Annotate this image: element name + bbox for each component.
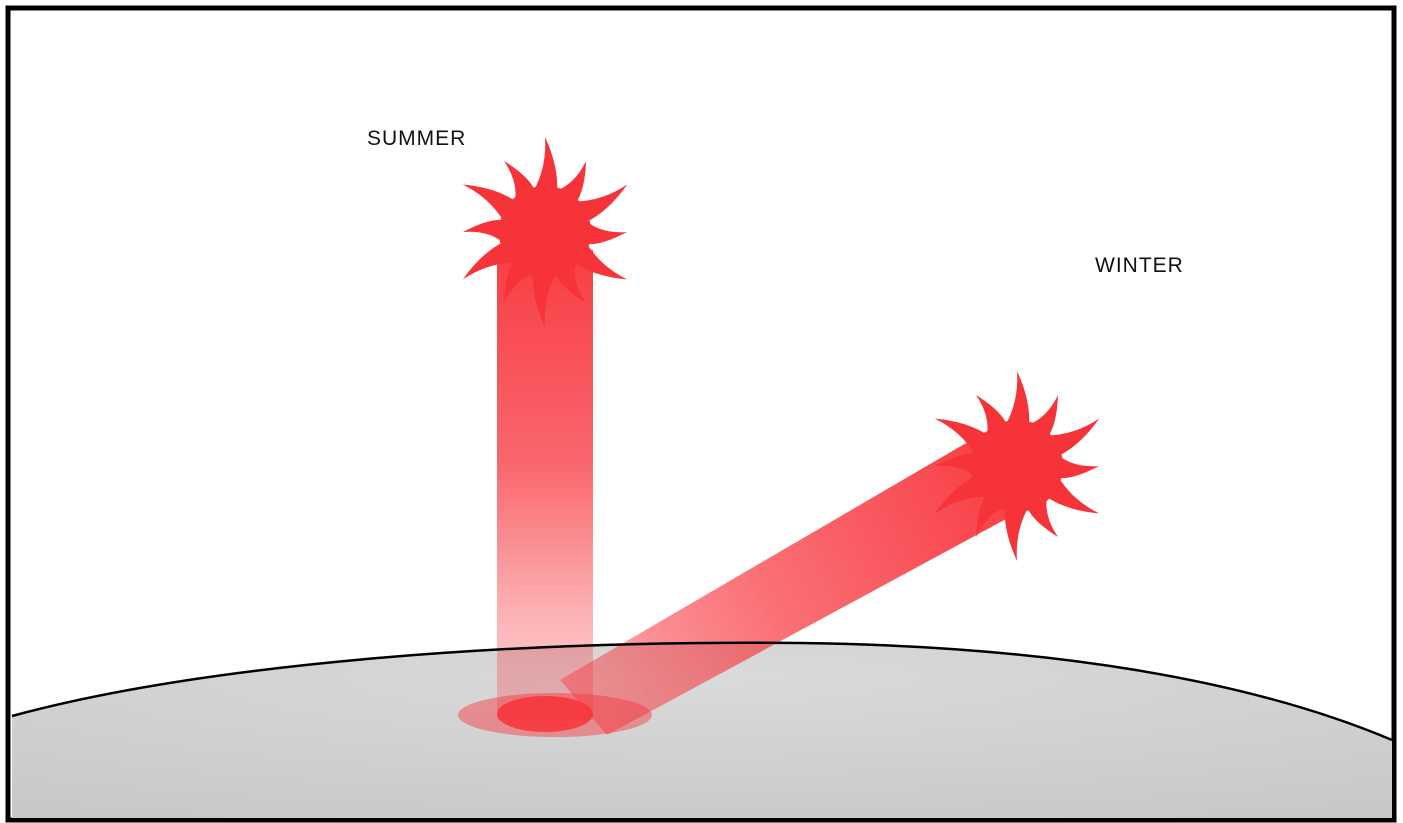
summer-sun-beam <box>497 250 593 720</box>
sun-ray <box>934 418 989 457</box>
sun-ray <box>1045 475 1100 514</box>
sun-ray <box>1057 454 1099 479</box>
summer-ground-spot <box>497 696 593 732</box>
horizon-line <box>11 641 1393 742</box>
sun-ray <box>1026 394 1058 438</box>
sun-ray <box>573 241 628 280</box>
sun-ray <box>463 219 505 244</box>
winter-label: WINTER <box>1095 254 1184 277</box>
sun-core <box>971 420 1063 512</box>
sun-ray <box>1045 418 1100 457</box>
sun-ray <box>462 241 517 280</box>
sun-ray <box>1004 506 1029 561</box>
summer-label: SUMMER <box>367 127 467 150</box>
sun-ray <box>504 260 536 304</box>
sun-ray <box>533 137 558 192</box>
winter-sun-beam <box>560 432 1032 735</box>
sun-ray <box>554 160 586 204</box>
ground <box>12 642 1392 818</box>
sun-ray <box>554 260 586 304</box>
sun-icon <box>934 371 1100 561</box>
sun-ray <box>935 453 977 478</box>
sun-ray <box>934 475 989 514</box>
sun-ray <box>573 184 628 223</box>
sun-ray <box>532 272 557 327</box>
sun-ray <box>1026 494 1058 538</box>
sun-icon <box>462 137 628 327</box>
sun-ray <box>1005 371 1030 426</box>
sun-ray <box>976 394 1008 438</box>
sun-ray <box>585 220 627 245</box>
sun-ray <box>504 160 536 204</box>
sun-ray <box>976 494 1008 538</box>
sun-ray <box>462 184 517 223</box>
sun-core <box>499 186 591 278</box>
